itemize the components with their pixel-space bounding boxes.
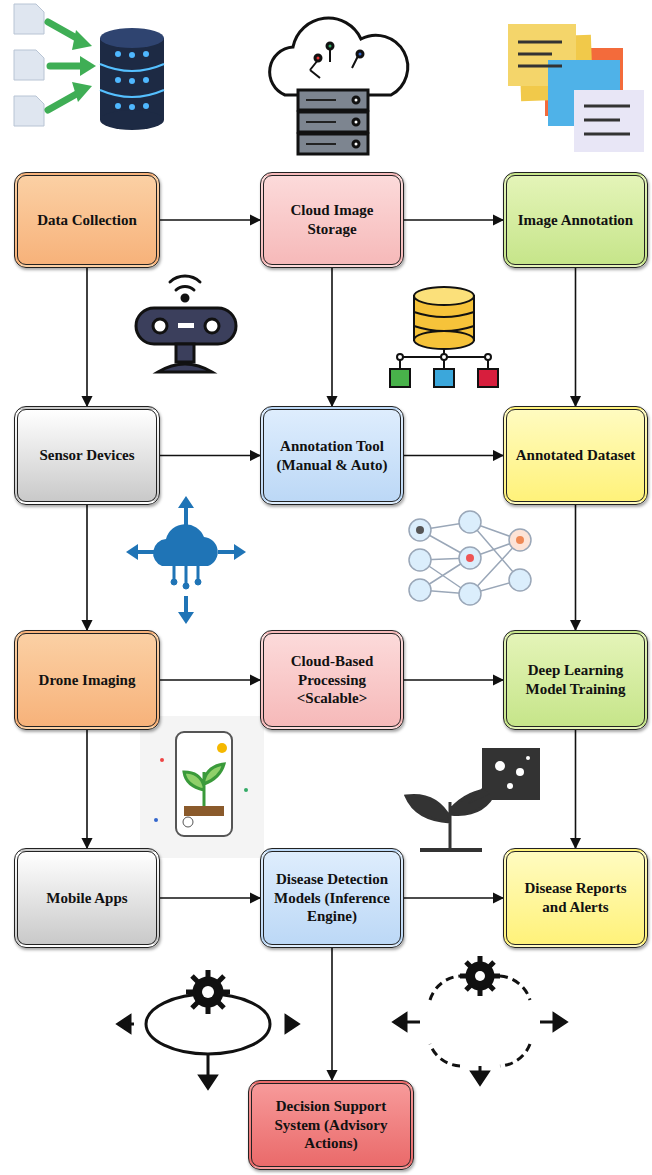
device-box: Drone Imaging [14,630,160,730]
flow-arrow [404,679,503,681]
decision-box: Decision Support System (Advisory Action… [248,1080,414,1170]
node-label: Data Collection [37,211,137,230]
cloud-server-icon [270,18,408,154]
flow-arrow [86,730,88,848]
tool-box: Annotation Tool (Manual & Auto) [260,406,404,505]
gear-cycle-icon [118,970,298,1088]
plant-bug-icon [406,748,540,850]
flow-arrow [160,219,260,221]
flow-arrow [160,455,260,457]
device-box: Mobile Apps [14,848,160,948]
flow-arrow [160,679,260,681]
flow-arrow [86,268,88,406]
process-box: Image Annotation [503,172,648,268]
node-label: Disease Reports and Alerts [515,879,636,917]
process-box: Cloud-Based Processing <Scalable> [260,630,404,730]
data-box: Annotated Dataset [503,406,648,505]
process-box: Deep Learning Model Training [503,630,648,730]
flow-arrow [575,268,577,406]
node-label: Deep Learning Model Training [515,661,636,699]
flow-arrow [404,219,503,221]
device-box: Sensor Devices [14,406,160,505]
neural-network-icon [409,511,531,605]
model-box: Disease Detection Models (Inference Engi… [260,848,404,948]
storage-box: Cloud Image Storage [260,172,404,268]
sensor-device-icon [136,276,236,372]
cloud-network-icon [126,496,246,624]
node-label: Sensor Devices [39,446,134,465]
node-label: Cloud Image Storage [272,201,392,239]
process-box: Data Collection [14,172,160,268]
database-tree-icon [390,287,498,387]
node-label: Annotated Dataset [516,446,636,465]
flow-arrow [160,897,260,899]
node-label: Decision Support System (Advisory Action… [260,1097,402,1153]
data-collection-icon [14,4,164,130]
flow-arrow [404,455,503,457]
phone-plant-icon [140,716,264,858]
node-label: Image Annotation [518,211,633,230]
flow-arrow [575,505,577,630]
flow-arrow [86,505,88,630]
gear-cycle-icon [394,956,566,1084]
node-label: Mobile Apps [46,889,127,908]
flow-arrow [575,730,577,848]
node-label: Disease Detection Models (Inference Engi… [272,870,392,926]
flow-arrow [331,268,333,406]
flow-arrow [404,897,503,899]
node-label: Cloud-Based Processing <Scalable> [272,652,392,708]
notes-icon [508,24,644,152]
node-label: Annotation Tool (Manual & Auto) [272,437,392,475]
node-label: Drone Imaging [39,671,136,690]
output-box: Disease Reports and Alerts [503,848,648,948]
flow-arrow [331,948,333,1080]
